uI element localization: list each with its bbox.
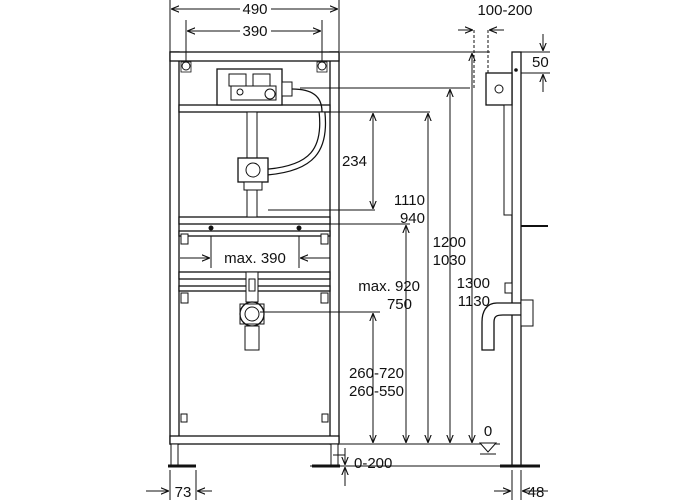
side-view-dimensions: 100-200 50 0 48 [458, 2, 550, 500]
dim-260-720: 260-720 [349, 365, 404, 382]
foot-width-dimension: 73 [146, 470, 212, 500]
dim-width-holes: 390 [242, 23, 267, 40]
flush-valve-housing [216, 68, 323, 113]
middle-rail [178, 216, 331, 225]
dim-100-200: 100-200 [477, 2, 532, 19]
width-dimensions: 490 390 [169, 0, 340, 62]
dim-max-920: max. 920 [358, 278, 420, 295]
dim-1030: 1030 [433, 252, 466, 269]
dim-73: 73 [175, 484, 192, 500]
bottom-bar [169, 435, 340, 445]
side-view-frame [473, 30, 548, 468]
reference-lines [260, 51, 500, 445]
dim-750: 750 [387, 296, 412, 313]
rail-spacing-dimension: max. 390 [180, 236, 330, 268]
dim-260-550: 260-550 [349, 383, 404, 400]
dim-1200: 1200 [433, 234, 466, 251]
dim-48: 48 [528, 484, 545, 500]
mount-hole-right [317, 61, 327, 71]
height-dimensions: 234 1110 940 1200 1030 1300 1130 max. 92… [342, 54, 490, 442]
dim-940: 940 [400, 210, 425, 227]
mount-hole-left [181, 61, 191, 71]
foot-adjustment-dimension: 0-200 [310, 448, 500, 486]
dim-rail-spacing: max. 390 [224, 250, 286, 267]
side-post [511, 51, 522, 467]
outlet-fitting [239, 271, 265, 351]
water-supply-pipe [237, 111, 327, 218]
upper-rail [178, 104, 331, 113]
dim-1110: 1110 [394, 192, 425, 209]
top-bar [169, 51, 340, 62]
right-post [329, 51, 340, 445]
dim-width-overall: 490 [242, 1, 267, 18]
dim-50: 50 [532, 54, 549, 71]
rail-plate [178, 230, 331, 237]
floor-level-triangle [478, 442, 498, 453]
left-post [169, 51, 180, 445]
dim-1130: 1130 [458, 293, 490, 310]
dim-234: 234 [342, 153, 367, 170]
floor-level-label: 0 [484, 423, 492, 440]
dim-1300: 1300 [457, 275, 490, 292]
left-foot [170, 443, 179, 467]
dim-0-200: 0-200 [354, 455, 392, 472]
